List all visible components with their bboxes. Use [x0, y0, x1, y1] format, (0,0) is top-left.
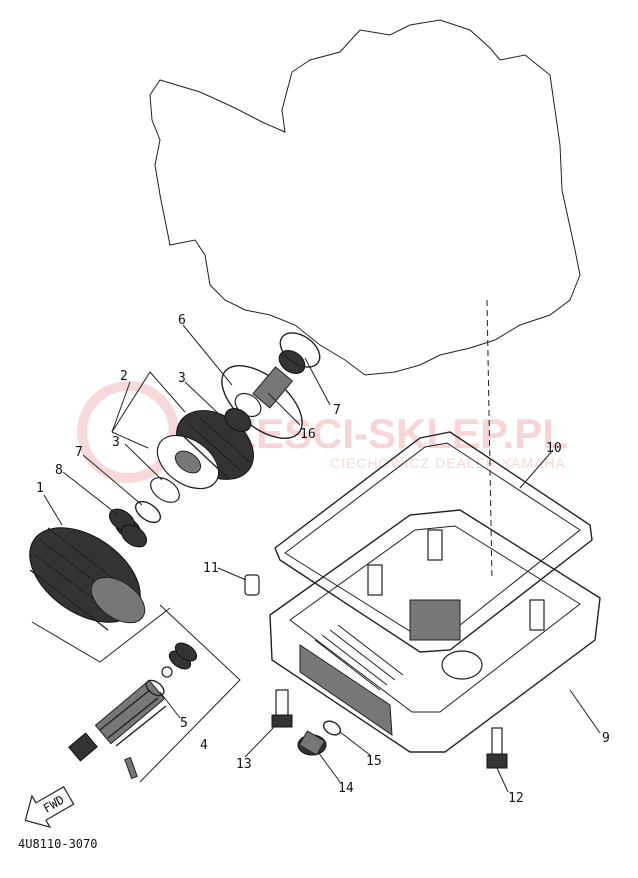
gasket-7-upper [279, 332, 321, 368]
callout-1: 1 [36, 481, 44, 496]
oil-cooler-2 [156, 410, 254, 490]
watermark-brand: CZESCI-SKLEP.PL [200, 410, 568, 457]
relief-spring [168, 642, 198, 670]
oil-filter [29, 527, 146, 631]
oil-pan-9 [269, 509, 601, 753]
engine-outline [149, 19, 581, 376]
relief-valve-4 [68, 679, 167, 780]
watermark-tagline: CIECHOWICZ DEALER YAMAHA [330, 455, 566, 471]
watermark-logo-icon [77, 381, 179, 483]
bracket-filter [31, 607, 171, 663]
callout-9: 9 [602, 731, 610, 746]
callout-3: 3 [178, 371, 186, 386]
bracket-2-3 [111, 371, 186, 433]
callout-3b: 3 [112, 435, 120, 450]
o-ring-3-upper [224, 408, 252, 432]
forward-arrow-icon: FWD [24, 786, 75, 829]
callout-15: 15 [366, 754, 382, 769]
gasket-7-lower [134, 500, 162, 524]
callout-labels: 1 2 3 3 4 5 6 7 7 8 9 10 11 12 13 14 15 … [36, 313, 610, 806]
bolt-12 [486, 727, 508, 769]
drain-plug-14 [297, 730, 327, 756]
spring-8 [108, 508, 148, 548]
o-ring-3-lower [150, 477, 180, 503]
callout-7: 7 [333, 403, 341, 418]
diagram-code: 4U8110-3070 [18, 837, 97, 851]
oil-pan-gasket-10 [274, 431, 593, 653]
callout-8: 8 [55, 463, 63, 478]
callout-16: 16 [300, 427, 316, 442]
dowel-pin-11 [244, 574, 260, 596]
callout-10: 10 [546, 441, 562, 456]
callout-14: 14 [338, 781, 354, 796]
bolt-13 [271, 689, 293, 728]
callout-7b: 7 [75, 445, 83, 460]
ball [161, 666, 173, 678]
callout-4: 4 [200, 738, 208, 753]
bracket-4 [139, 604, 241, 783]
callout-6: 6 [178, 313, 186, 328]
callout-11: 11 [203, 561, 219, 576]
o-ring-5 [145, 679, 165, 697]
callout-12: 12 [508, 791, 524, 806]
callout-13: 13 [236, 757, 252, 772]
watermark: CZESCI-SKLEP.PL CIECHOWICZ DEALER YAMAHA [77, 381, 568, 483]
gasket-15 [322, 720, 342, 736]
centerline [486, 299, 493, 581]
callout-5: 5 [180, 716, 188, 731]
callout-2: 2 [120, 369, 128, 384]
leader-lines [43, 324, 601, 793]
